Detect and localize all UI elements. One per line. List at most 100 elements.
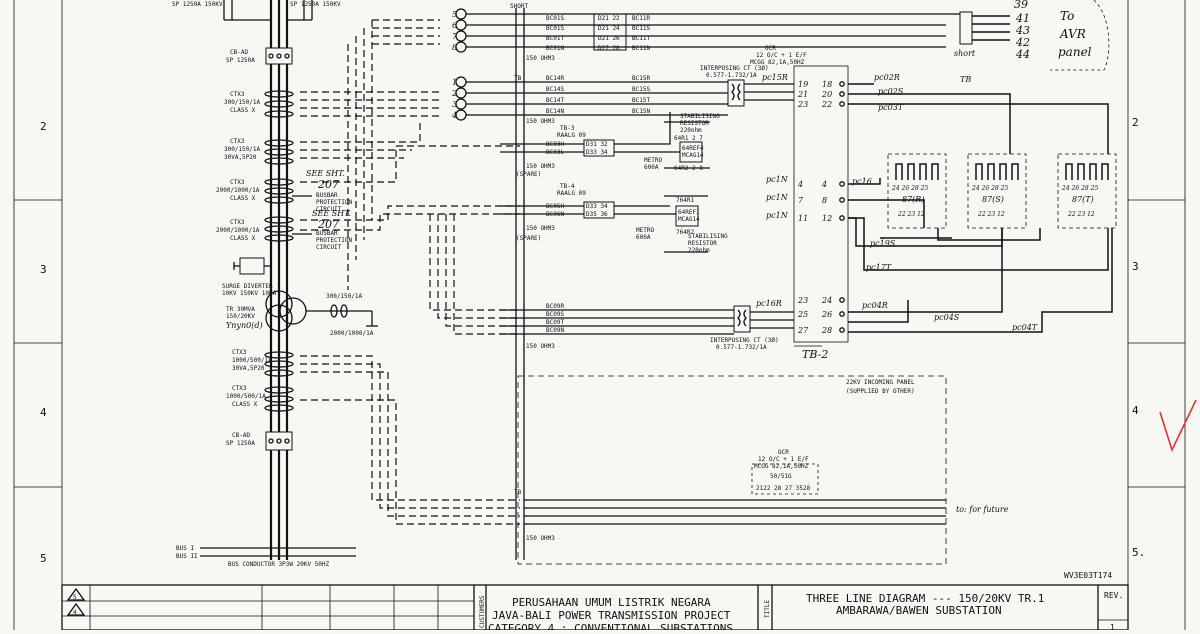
ocr-low-l5: 2122 28 27 3528 — [756, 485, 811, 492]
customers-tag: CUSTOMERS — [479, 595, 486, 628]
tb2-term-right: 18 — [822, 80, 832, 89]
tb3-block — [500, 112, 690, 157]
relay-87-contact — [1089, 163, 1097, 180]
ocr-top-l3: MCGG 82,1A,50HZ — [750, 59, 805, 66]
transformer-l2: 150/20KV — [226, 313, 255, 320]
mid-row2-2: BC15S — [632, 86, 650, 93]
hand-pc04t: pc04T — [1012, 323, 1038, 332]
relay-87-label: 87(S) — [982, 195, 1004, 204]
relay-87-box — [967, 153, 1027, 229]
ct6-l2: 1000/500/1A — [226, 393, 266, 400]
tb4-term-1: D33 34 — [586, 203, 608, 210]
tb2-terminal-point — [839, 181, 845, 187]
stab2-d: 764R2 — [676, 229, 694, 236]
busbar1-hand: SEE SHT. — [306, 169, 345, 178]
ct-group-5 — [264, 351, 294, 377]
cb-top-left-label: SP 1250A 150KV — [172, 1, 223, 8]
stab-resistor-1 — [664, 121, 710, 169]
tb2-term-right: 8 — [822, 196, 827, 205]
tb4-label: TB-4 — [560, 183, 575, 190]
top-row-4: BC01N — [546, 45, 564, 52]
cb-top-label-1: CB-AD — [230, 49, 248, 56]
tb2-terminal-point — [839, 327, 845, 333]
hand-pc15r: pc15R — [762, 73, 788, 82]
low-rows-lines — [500, 309, 734, 335]
stab2-c: MCAG14 — [678, 216, 700, 223]
hand-pc1n: pc1N — [766, 175, 789, 184]
stab1-g: 64R2 2 8 — [674, 165, 703, 172]
bus-lines — [200, 547, 356, 557]
hand-pc02r: pc02R — [874, 73, 900, 82]
stab2-a: 764R1 — [676, 197, 694, 204]
ohm-5: 150 OHM3 — [526, 343, 555, 350]
title-tag: TITLE — [764, 600, 771, 618]
spare-2: (SPARE) — [516, 235, 541, 242]
relay-87-contact — [1065, 163, 1073, 180]
top-term-1: D21 22 — [598, 15, 620, 22]
zone-left-4: 4 — [40, 406, 47, 419]
busbar-connectors — [292, 195, 312, 235]
circles-top — [455, 8, 467, 53]
main-conductors — [223, 0, 313, 560]
to-avr-l3: panel — [1058, 45, 1092, 59]
top-term-3: D21 26 — [598, 35, 620, 42]
tb3-term-1: D31 32 — [586, 141, 608, 148]
surge-diverter — [233, 257, 271, 275]
ohm-4: 150 OHM3 — [526, 225, 555, 232]
company-name: PERUSAHAAN UMUM LISTRIK NEGARA — [512, 596, 711, 609]
ct5-l3: 30VA,5P20 — [232, 365, 265, 372]
relay-wiring — [848, 83, 1113, 333]
bus2-label: BUS II — [176, 553, 198, 560]
cb-bot-l1: CB-AD — [232, 432, 250, 439]
circle-7: 7 — [452, 32, 458, 41]
circle-3: 3 — [452, 100, 457, 109]
ct6-l3: CLASS X — [232, 401, 258, 408]
tb4-block — [500, 201, 690, 219]
relay-87-terms: 24 26 28 25 — [971, 185, 1008, 192]
mid-row2-1: BC15R — [632, 75, 650, 82]
tb2-term-right: 28 — [821, 326, 832, 335]
tb3-row-2: BC03L — [546, 149, 564, 156]
ocr-low-l1: OCR — [778, 449, 789, 456]
busbar1-l3: CIRCUIT — [316, 206, 342, 213]
ocr-low-l3: MCGG 82,1A,50HZ — [754, 463, 809, 470]
zone-right-4: 4 — [1132, 404, 1139, 417]
top-terminal-box — [593, 13, 627, 51]
hand-pc1n2: pc1N — [766, 193, 789, 202]
hand-pc16: pc16 — [852, 177, 872, 186]
relay-87-box — [887, 153, 947, 229]
ct4-l2: 2000/1000/1A — [216, 227, 260, 234]
stab1-metro2: 600A — [644, 164, 659, 171]
stab1-c: RESISTOR — [680, 120, 709, 127]
tb2-term-left: 19 — [798, 80, 808, 89]
interposing-ct-top — [727, 79, 794, 107]
ocr-low — [524, 463, 946, 525]
ocr-low-l4: 50/51G — [770, 473, 792, 480]
tb2-terminal-point — [839, 215, 845, 221]
mid-row-1: BC14R — [546, 75, 564, 82]
stab2-b: 64REF1 — [678, 209, 700, 216]
hand-pc1n3: pc1N — [766, 211, 789, 220]
cb-top-mid-label: SP 1250A 150KV — [290, 1, 341, 8]
top-right-wires — [770, 11, 1010, 48]
mid-row2-3: BC15T — [632, 97, 650, 104]
relay-87-contact — [907, 163, 915, 180]
title-line-2: AMBARAWA/BAWEN SUBSTATION — [836, 604, 1002, 617]
tb2-terminal-point — [839, 81, 845, 87]
transformer-hand: Ynyn0(d) — [226, 321, 263, 330]
surge-l1: SURGE DIVERTER — [222, 283, 273, 290]
relay-87-contact — [987, 163, 995, 180]
relay-87-contact — [895, 163, 903, 180]
hand-pc04s: pc04S — [934, 313, 960, 322]
check-mark-icon — [1159, 399, 1197, 453]
tb4-row-1: BC05H — [546, 203, 564, 210]
incoming-l2: (SUPPLIED BY OTHER) — [846, 388, 915, 395]
tb2-term-left: 25 — [797, 310, 808, 319]
ct1-l3: CLASS X — [230, 107, 256, 114]
short-tb-l2: TB — [960, 75, 971, 84]
rev-cell-4: 4 — [73, 609, 77, 616]
relay-87-contact — [1101, 163, 1109, 180]
tb2-terminal-point — [839, 91, 845, 97]
